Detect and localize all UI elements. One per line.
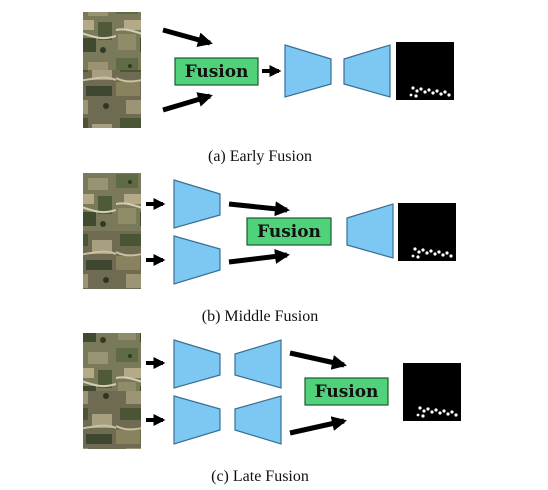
arrow-right-icon — [289, 416, 347, 436]
arrow-right-icon — [162, 92, 213, 113]
caption-early-fusion: (a) Early Fusion — [208, 148, 312, 165]
trapezoid-decoder-icon — [346, 203, 394, 259]
panel-early-fusion: Fusion (a) Early Fusion — [83, 12, 454, 165]
satellite-image-icon — [83, 12, 141, 128]
fusion-label: Fusion — [315, 382, 379, 402]
segmentation-mask-icon — [403, 363, 461, 421]
panel-late-fusion: Fusion (c) Late Fusion — [83, 333, 461, 485]
trapezoid-encoder-icon — [173, 179, 221, 229]
trapezoid-encoder-icon — [284, 44, 332, 98]
caption-middle-fusion: (b) Middle Fusion — [202, 308, 318, 325]
arrow-right-icon — [228, 201, 290, 217]
fusion-box: Fusion — [174, 57, 259, 86]
caption-late-fusion: (c) Late Fusion — [211, 468, 309, 485]
satellite-image-icon — [83, 173, 141, 289]
fusion-label: Fusion — [257, 222, 321, 242]
arrow-right-icon — [162, 27, 213, 48]
segmentation-mask-icon — [396, 42, 454, 100]
trapezoid-decoder-icon — [234, 339, 282, 389]
trapezoid-encoder-icon — [173, 235, 221, 285]
trapezoid-encoder-icon — [173, 339, 221, 389]
trapezoid-decoder-icon — [234, 395, 282, 445]
fusion-label: Fusion — [185, 62, 249, 82]
fusion-box: Fusion — [246, 217, 332, 246]
fusion-box: Fusion — [304, 377, 389, 406]
segmentation-mask-icon — [398, 203, 456, 261]
arrow-right-icon — [228, 248, 290, 265]
satellite-image-icon — [83, 333, 141, 449]
trapezoid-decoder-icon — [343, 44, 391, 98]
arrow-right-icon — [289, 350, 347, 370]
trapezoid-encoder-icon — [173, 395, 221, 445]
panel-middle-fusion: Fusion (b) Middle Fusion — [83, 173, 456, 325]
